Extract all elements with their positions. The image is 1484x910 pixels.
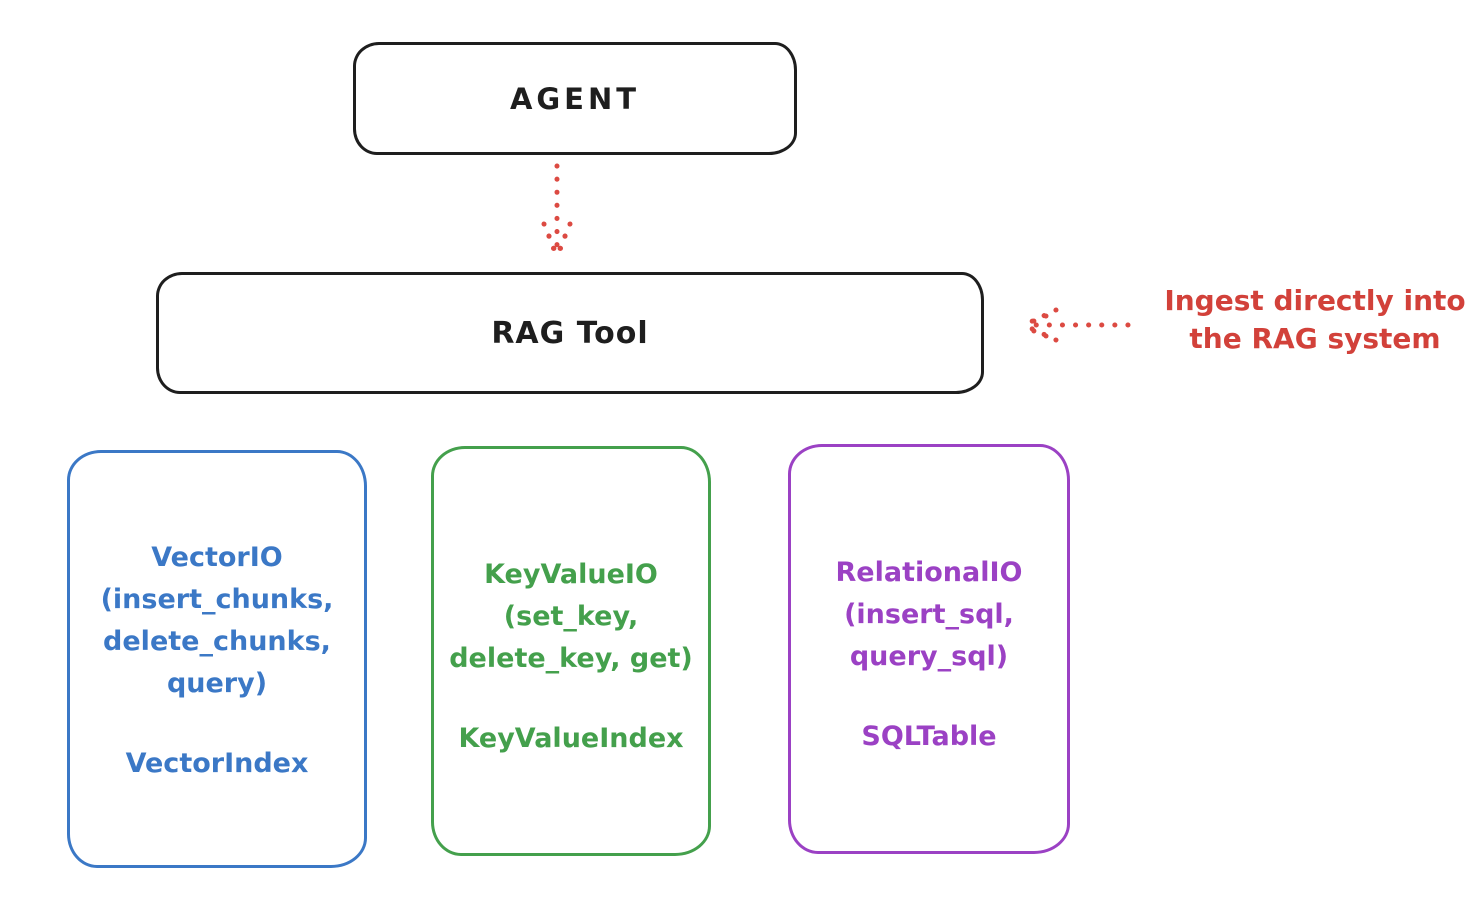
relational-io-content: RelationalIO (insert_sql, query_sql) SQL… <box>791 552 1067 758</box>
agent-node: AGENT <box>353 42 797 155</box>
vector-io-method-line: query) <box>166 668 268 699</box>
vector-io-method-line: (insert_chunks, <box>100 584 334 615</box>
backend-node-vector-io: VectorIO (insert_chunks, delete_chunks, … <box>67 450 367 868</box>
relational-io-method-line: (insert_sql, <box>844 599 1014 630</box>
sql-table-label: SQLTable <box>861 721 997 752</box>
keyvalue-io-content: KeyValueIO (set_key, delete_key, get) Ke… <box>434 554 708 760</box>
keyvalue-io-signature: KeyValueIO (set_key, delete_key, get) <box>434 554 708 680</box>
agent-label: AGENT <box>509 81 641 116</box>
relational-io-title: RelationalIO <box>835 557 1023 588</box>
ingest-annotation-line2: the RAG system <box>1189 322 1441 355</box>
agent-to-ragtool-arrow-icon <box>541 163 573 261</box>
ingest-annotation-line1: Ingest directly into <box>1164 284 1466 317</box>
keyvalue-io-method-line: (set_key, <box>503 601 639 632</box>
relational-io-signature: RelationalIO (insert_sql, query_sql) <box>791 552 1067 678</box>
rag-tool-node: RAG Tool <box>156 272 984 394</box>
keyvalue-io-title: KeyValueIO <box>484 559 658 590</box>
vector-io-method-line: delete_chunks, <box>103 626 331 657</box>
vector-io-signature: VectorIO (insert_chunks, delete_chunks, … <box>70 537 364 705</box>
vector-io-content: VectorIO (insert_chunks, delete_chunks, … <box>70 537 364 785</box>
vector-io-title: VectorIO <box>151 542 283 573</box>
ingest-annotation: Ingest directly into the RAG system <box>1150 282 1480 358</box>
backend-node-keyvalue-io: KeyValueIO (set_key, delete_key, get) Ke… <box>431 446 711 856</box>
vector-index-label: VectorIndex <box>125 748 309 779</box>
relational-io-method-line: query_sql) <box>849 641 1009 672</box>
ingest-arrow-icon <box>1019 307 1131 343</box>
keyvalue-io-method-line: delete_key, get) <box>449 643 693 674</box>
rag-tool-label: RAG Tool <box>491 315 649 351</box>
keyvalue-index-label: KeyValueIndex <box>458 723 684 754</box>
backend-node-relational-io: RelationalIO (insert_sql, query_sql) SQL… <box>788 444 1070 854</box>
